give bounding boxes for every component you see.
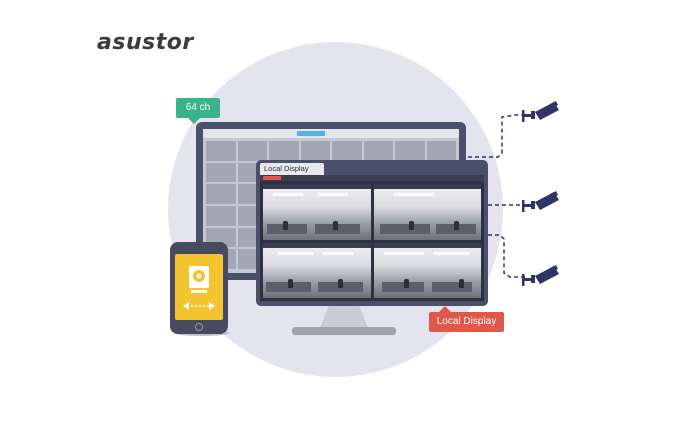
swipe-arrows-icon bbox=[183, 302, 215, 310]
camera-feed-grid bbox=[263, 184, 481, 298]
channels-tag: 64 ch bbox=[176, 98, 220, 124]
asustor-logo: asustor bbox=[97, 30, 194, 55]
phone-home-button[interactable] bbox=[195, 323, 203, 331]
camera-feed[interactable] bbox=[263, 184, 371, 240]
camera-app-icon bbox=[189, 266, 209, 293]
local-display-tag: Local Display bbox=[429, 306, 504, 332]
cctv-camera-icon bbox=[522, 191, 559, 212]
mobile-phone bbox=[170, 242, 228, 334]
local-display-menubar bbox=[260, 175, 484, 181]
monitor-stand bbox=[320, 306, 368, 328]
cctv-camera-icon bbox=[522, 265, 559, 286]
camera-feed[interactable] bbox=[263, 242, 371, 298]
local-display-screen bbox=[260, 175, 484, 301]
nvr-monitor-toolbar bbox=[203, 129, 459, 138]
monitor-stand-base bbox=[292, 327, 396, 335]
phone-screen[interactable] bbox=[175, 254, 223, 320]
camera-feed[interactable] bbox=[373, 184, 481, 240]
local-display-window-title: Local Display bbox=[260, 163, 324, 175]
cctv-camera-icon bbox=[522, 101, 559, 122]
camera-feed[interactable] bbox=[373, 242, 481, 298]
local-display-monitor: Local Display bbox=[256, 160, 488, 306]
